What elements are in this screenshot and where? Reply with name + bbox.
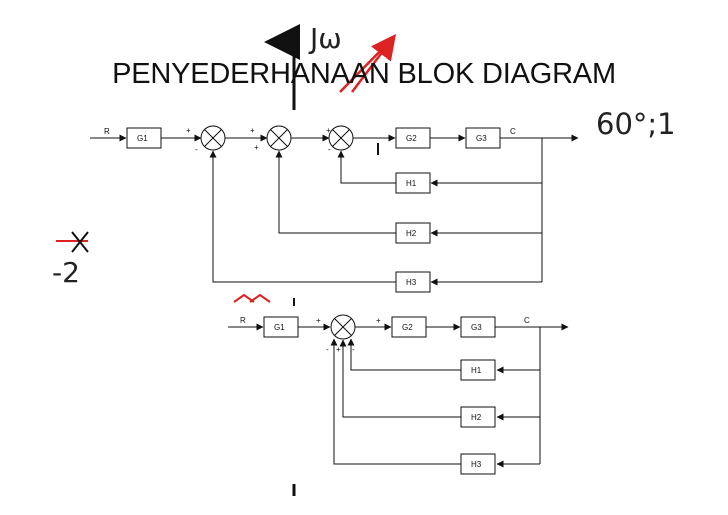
d1-g2-label: G2 [406, 134, 417, 143]
d1-h2-label: H2 [406, 229, 417, 238]
d2-sign-h2: + [336, 345, 341, 354]
d1-summing-junction-1 [200, 125, 226, 151]
d2-g3-label: G3 [471, 323, 482, 332]
red-arrow-line-2 [351, 34, 397, 93]
d2-h2-label: H2 [471, 413, 482, 422]
d1-sign-s2-bottom: + [254, 143, 259, 152]
d2-output-label: C [524, 316, 530, 325]
diagram-2 [228, 314, 569, 475]
d2-h1-feedback [347, 338, 461, 371]
d1-h1-label: H1 [406, 179, 417, 188]
d2-h3-feedback [330, 338, 461, 465]
d1-input-label: R [104, 127, 110, 136]
d1-h1-feedback [337, 150, 396, 184]
d1-output-label: C [510, 127, 516, 136]
diagram-2-labels: R C G1 G2 G3 H1 H2 H3 + + - + - [240, 316, 530, 469]
d1-sign-s1-bottom: - [195, 145, 198, 154]
d1-sign-s1-top: + [186, 126, 191, 135]
d2-g2-label: G2 [402, 323, 413, 332]
d1-sign-s3-bottom: - [328, 145, 331, 154]
d1-sign-s2-top: + [250, 126, 255, 135]
d1-summing-junction-2 [266, 125, 292, 151]
d2-sign-h1: - [352, 345, 355, 354]
page-title: PENYEDERHANAAN BLOK DIAGRAM [112, 58, 616, 90]
minus-two-label: -2 [52, 256, 80, 289]
red-scribble [233, 293, 271, 303]
jw-label: Jω [308, 22, 342, 55]
d1-sign-s3-top: + [326, 126, 331, 135]
d1-h3-label: H3 [406, 278, 417, 287]
d1-g1-label: G1 [137, 134, 148, 143]
d2-sign-input: + [316, 316, 321, 325]
angle-label: 60°;1 [596, 107, 676, 141]
d1-h3-feedback [209, 150, 396, 283]
diagram-1 [90, 125, 579, 293]
pole-cross-mark [71, 231, 89, 253]
diagram-1-labels: R C G1 G2 G3 H1 H2 H3 + - + + + - [104, 126, 516, 287]
d2-g1-label: G1 [274, 323, 285, 332]
d2-h3-label: H3 [471, 460, 482, 469]
d2-h1-label: H1 [471, 366, 482, 375]
d2-sign-output: + [376, 316, 381, 325]
d2-h2-feedback [339, 339, 461, 418]
d2-input-label: R [240, 316, 246, 325]
d2-sign-h3: - [326, 345, 329, 354]
d1-h2-feedback [275, 150, 396, 234]
d2-summing-junction [330, 314, 356, 340]
d1-g3-label: G3 [476, 134, 487, 143]
d1-summing-junction-3 [328, 125, 354, 151]
